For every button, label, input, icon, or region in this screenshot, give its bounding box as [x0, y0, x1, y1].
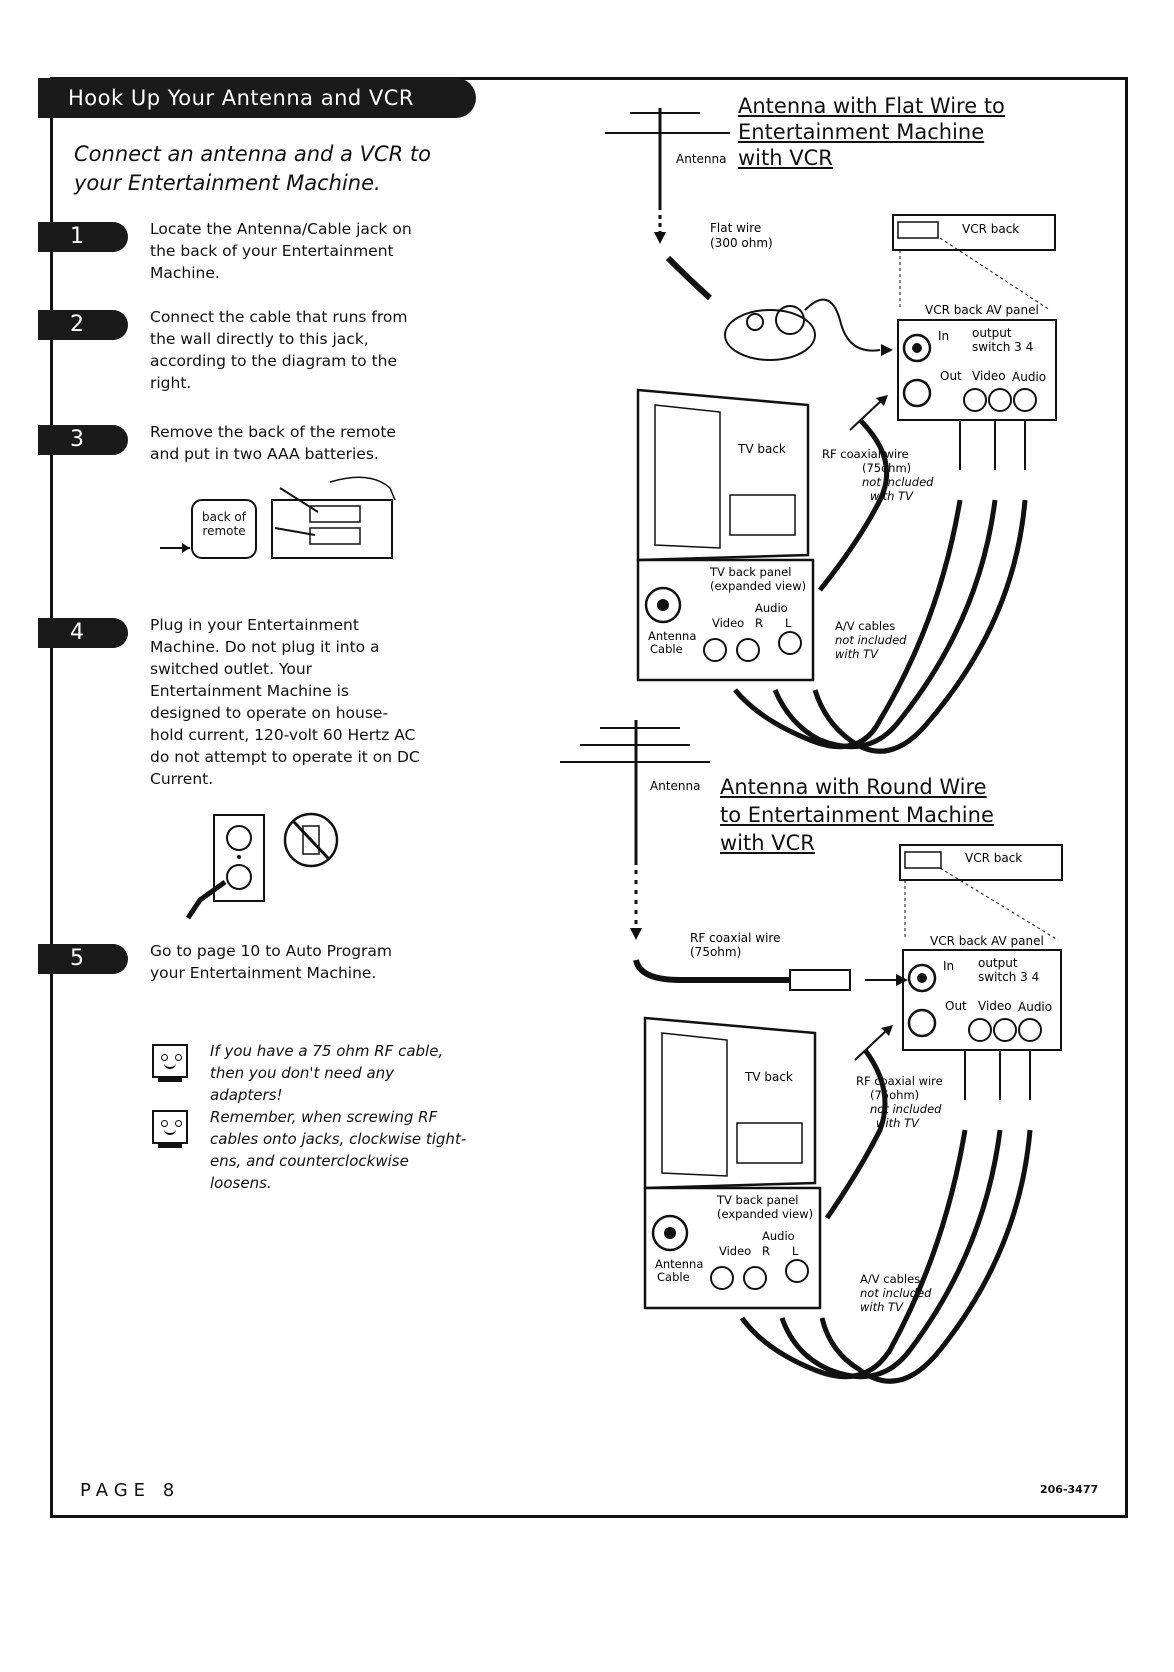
step-number: 1	[38, 222, 128, 252]
panel-r-label: R	[762, 1244, 770, 1258]
remote-label: back of remote	[202, 510, 246, 538]
vcr-panel-label: VCR back AV panel	[930, 934, 1044, 948]
step-number: 3	[38, 425, 128, 455]
vcr-av-panel	[897, 319, 1057, 421]
switch-label: switch 3 4	[978, 970, 1039, 984]
diagram1-heading-line1: Antenna with Flat Wire to	[738, 94, 1005, 118]
vcr-av-panel	[902, 949, 1062, 1051]
audio-label: Audio	[1018, 1000, 1052, 1014]
tip-text: If you have a 75 ohm RF cable, then you …	[210, 1042, 444, 1104]
panel-l-label: L	[785, 616, 792, 630]
smiley-icon	[152, 1110, 188, 1148]
tv-panel-view: (expanded view)	[717, 1207, 813, 1221]
antenna-cable-label: Antenna	[648, 629, 696, 643]
tv-panel-view: (expanded view)	[710, 579, 806, 593]
tv-back-label: TV back	[737, 442, 786, 456]
diagram2-heading-line2: to Entertainment Machine	[720, 803, 994, 827]
antenna-label: Antenna	[650, 779, 700, 793]
diagram1-heading-line2: Entertainment Machine	[738, 120, 985, 144]
video-label: Video	[972, 369, 1006, 383]
output-label: output	[972, 326, 1012, 340]
av-with-tv: with TV	[835, 647, 879, 661]
out-label: Out	[945, 999, 967, 1013]
rf-ohm: (75ohm)	[870, 1088, 919, 1102]
tv-panel-expanded	[636, 558, 815, 682]
flat-wire-ohm: (300 ohm)	[710, 236, 773, 250]
av-label: A/V cables	[860, 1272, 920, 1286]
tv-back-label: TV back	[744, 1070, 793, 1084]
adapter-icon	[665, 255, 893, 361]
antenna-cable-label: Antenna	[655, 1257, 703, 1271]
vcr-panel-label: VCR back AV panel	[925, 303, 1039, 317]
step-number: 2	[38, 310, 128, 340]
step-text: Remove the back of the remote and put in…	[150, 423, 396, 463]
antenna-cable-label2: Cable	[657, 1270, 690, 1284]
step-number: 4	[38, 618, 128, 648]
section-title: Hook Up Your Antenna and VCR	[38, 78, 476, 118]
switch-label: switch 3 4	[972, 340, 1033, 354]
diagram1-heading-line3: with VCR	[738, 146, 833, 170]
av-with-tv: with TV	[860, 1300, 904, 1314]
tv-back-icon	[643, 1016, 817, 1190]
panel-audio-label: Audio	[762, 1229, 795, 1243]
panel-video-label: Video	[712, 616, 744, 630]
step-number: 5	[38, 944, 128, 974]
tv-back-icon	[636, 388, 810, 562]
panel-l-label: L	[792, 1244, 799, 1258]
rf-wire-ohm: (75ohm)	[690, 945, 741, 959]
smiley-icon	[152, 1044, 188, 1082]
tv-panel-expanded	[643, 1186, 822, 1310]
antenna-label: Antenna	[676, 152, 726, 166]
audio-label: Audio	[1012, 370, 1046, 384]
antenna-cable-label2: Cable	[650, 642, 683, 656]
step-text: Locate the Antenna/Cable jack on the bac…	[150, 220, 412, 282]
panel-r-label: R	[755, 616, 763, 630]
rf-label: RF coaxial wire	[822, 447, 909, 461]
tip-text: Remember, when screwing RF cables onto j…	[210, 1108, 467, 1192]
rf-wire-label: RF coaxial wire	[690, 931, 781, 945]
cables	[739, 1025, 1033, 1384]
in-label: In	[943, 959, 954, 973]
diagram2-heading-line3: with VCR	[720, 831, 815, 855]
av-label: A/V cables	[835, 619, 895, 633]
page-number: PAGE 8	[80, 1480, 181, 1501]
video-label: Video	[978, 999, 1012, 1013]
step-text: Plug in your Entertainment Machine. Do n…	[150, 616, 420, 788]
rf-not-included: not included	[862, 475, 934, 489]
intro-text: Connect an antenna and a VCR to your Ent…	[74, 142, 431, 195]
antenna-icon	[605, 108, 730, 244]
out-label: Out	[940, 369, 962, 383]
cables	[733, 395, 1028, 754]
vcr-back-icon	[892, 214, 1056, 251]
antenna-icon	[560, 720, 710, 940]
tv-panel-label: TV back panel	[716, 1193, 798, 1207]
outlet-illustration	[185, 812, 339, 920]
step-text: Connect the cable that runs from the wal…	[150, 308, 408, 392]
rf-not-included: not included	[870, 1102, 942, 1116]
flat-wire-label: Flat wire	[710, 221, 761, 235]
in-label: In	[938, 329, 949, 343]
panel-video-label: Video	[719, 1244, 751, 1258]
av-not-included: not included	[835, 633, 907, 647]
output-label: output	[978, 956, 1018, 970]
vcr-back-icon	[899, 844, 1063, 881]
panel-audio-label: Audio	[755, 601, 788, 615]
vcr-back-label: VCR back	[962, 222, 1019, 236]
diagram2-heading-line1: Antenna with Round Wire	[720, 775, 987, 799]
tv-panel-label: TV back panel	[709, 565, 791, 579]
vcr-back-label: VCR back	[965, 851, 1022, 865]
page-frame	[50, 77, 1128, 1518]
step-text: Go to page 10 to Auto Program your Enter…	[150, 942, 392, 982]
rf-label: RF coaxial wire	[856, 1074, 943, 1088]
document-code: 206-3477	[1040, 1483, 1099, 1496]
rf-with-tv: with TV	[876, 1116, 920, 1130]
remote-illustration	[160, 476, 396, 559]
